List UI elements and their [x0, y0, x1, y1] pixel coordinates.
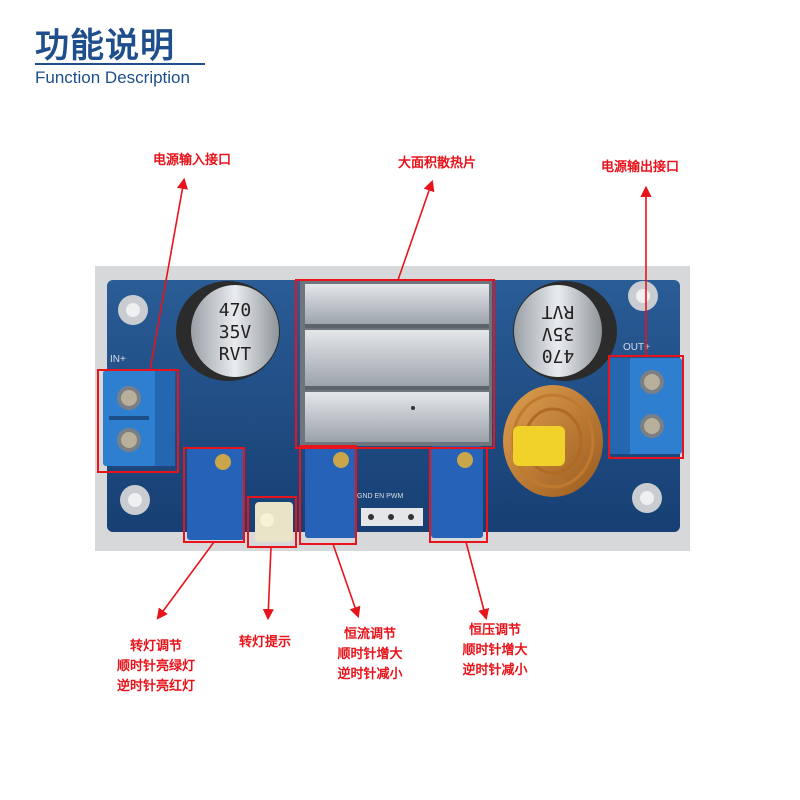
- trimpot-constant-current: [305, 446, 357, 538]
- label-constant-voltage: 恒压调节 顺时针增大 逆时针减小: [462, 621, 527, 681]
- label-charge-light-adjust-line-1: 转灯调节: [129, 639, 183, 654]
- label-power-input: 电源输入接口: [152, 153, 232, 168]
- indicator-led: [255, 502, 293, 542]
- capacitor-left: 470 35V RVT: [176, 281, 280, 381]
- arrow-led: [262, 546, 274, 621]
- title-underline: [35, 63, 205, 65]
- silk-in-label: IN+: [110, 354, 126, 365]
- label-heatsink: 大面积散热片: [397, 156, 477, 171]
- label-constant-current: 恒流调节 顺时针增大 逆时针减小: [337, 625, 402, 685]
- pcb-board-photo: 470 35V RVT 470 35V RVT IN+: [95, 266, 690, 551]
- cap-left-text-2: 35V: [219, 322, 252, 343]
- label-constant-voltage-line-1: 恒压调节: [468, 623, 522, 638]
- cap-left-text-1: 470: [219, 300, 252, 321]
- cap-right-text-1: 470: [542, 345, 575, 366]
- label-charge-light-adjust: 转灯调节 顺时针亮绿灯 逆时针亮红灯: [117, 637, 195, 697]
- arrow-current: [332, 543, 361, 619]
- label-constant-current-line-3: 逆时针减小: [337, 667, 403, 682]
- label-constant-voltage-line-3: 逆时针减小: [462, 663, 528, 678]
- silk-out-label: OUT+: [623, 342, 650, 353]
- inductor-coil: [503, 385, 603, 497]
- cap-left-text-3: RVT: [219, 344, 252, 365]
- trimpot-charge-light: [187, 448, 245, 540]
- input-terminal: [103, 370, 175, 466]
- label-constant-current-line-1: 恒流调节: [343, 627, 397, 642]
- silk-pins-label: GND EN PWM: [357, 493, 403, 500]
- cap-right-text-3: RVT: [542, 301, 575, 322]
- capacitor-right: 470 35V RVT: [513, 281, 617, 381]
- label-charge-light-indicator: 转灯提示: [238, 635, 292, 650]
- page-subtitle: Function Description: [35, 68, 190, 87]
- page-title: 功能说明: [35, 26, 175, 66]
- pin-header: [361, 508, 423, 526]
- trimpot-constant-voltage: [431, 446, 483, 538]
- arrow-voltage: [465, 541, 490, 621]
- cap-right-text-2: 35V: [542, 323, 575, 344]
- label-charge-light-adjust-line-2: 顺时针亮绿灯: [116, 659, 196, 674]
- label-power-output: 电源输出接口: [600, 160, 680, 175]
- label-charge-light-adjust-line-3: 逆时针亮红灯: [116, 679, 196, 694]
- label-constant-voltage-line-2: 顺时针增大: [462, 643, 528, 658]
- output-terminal: [610, 358, 682, 454]
- heatsink: [300, 280, 492, 446]
- label-constant-current-line-2: 顺时针增大: [337, 647, 403, 662]
- arrow-charge-adjust: [156, 541, 215, 620]
